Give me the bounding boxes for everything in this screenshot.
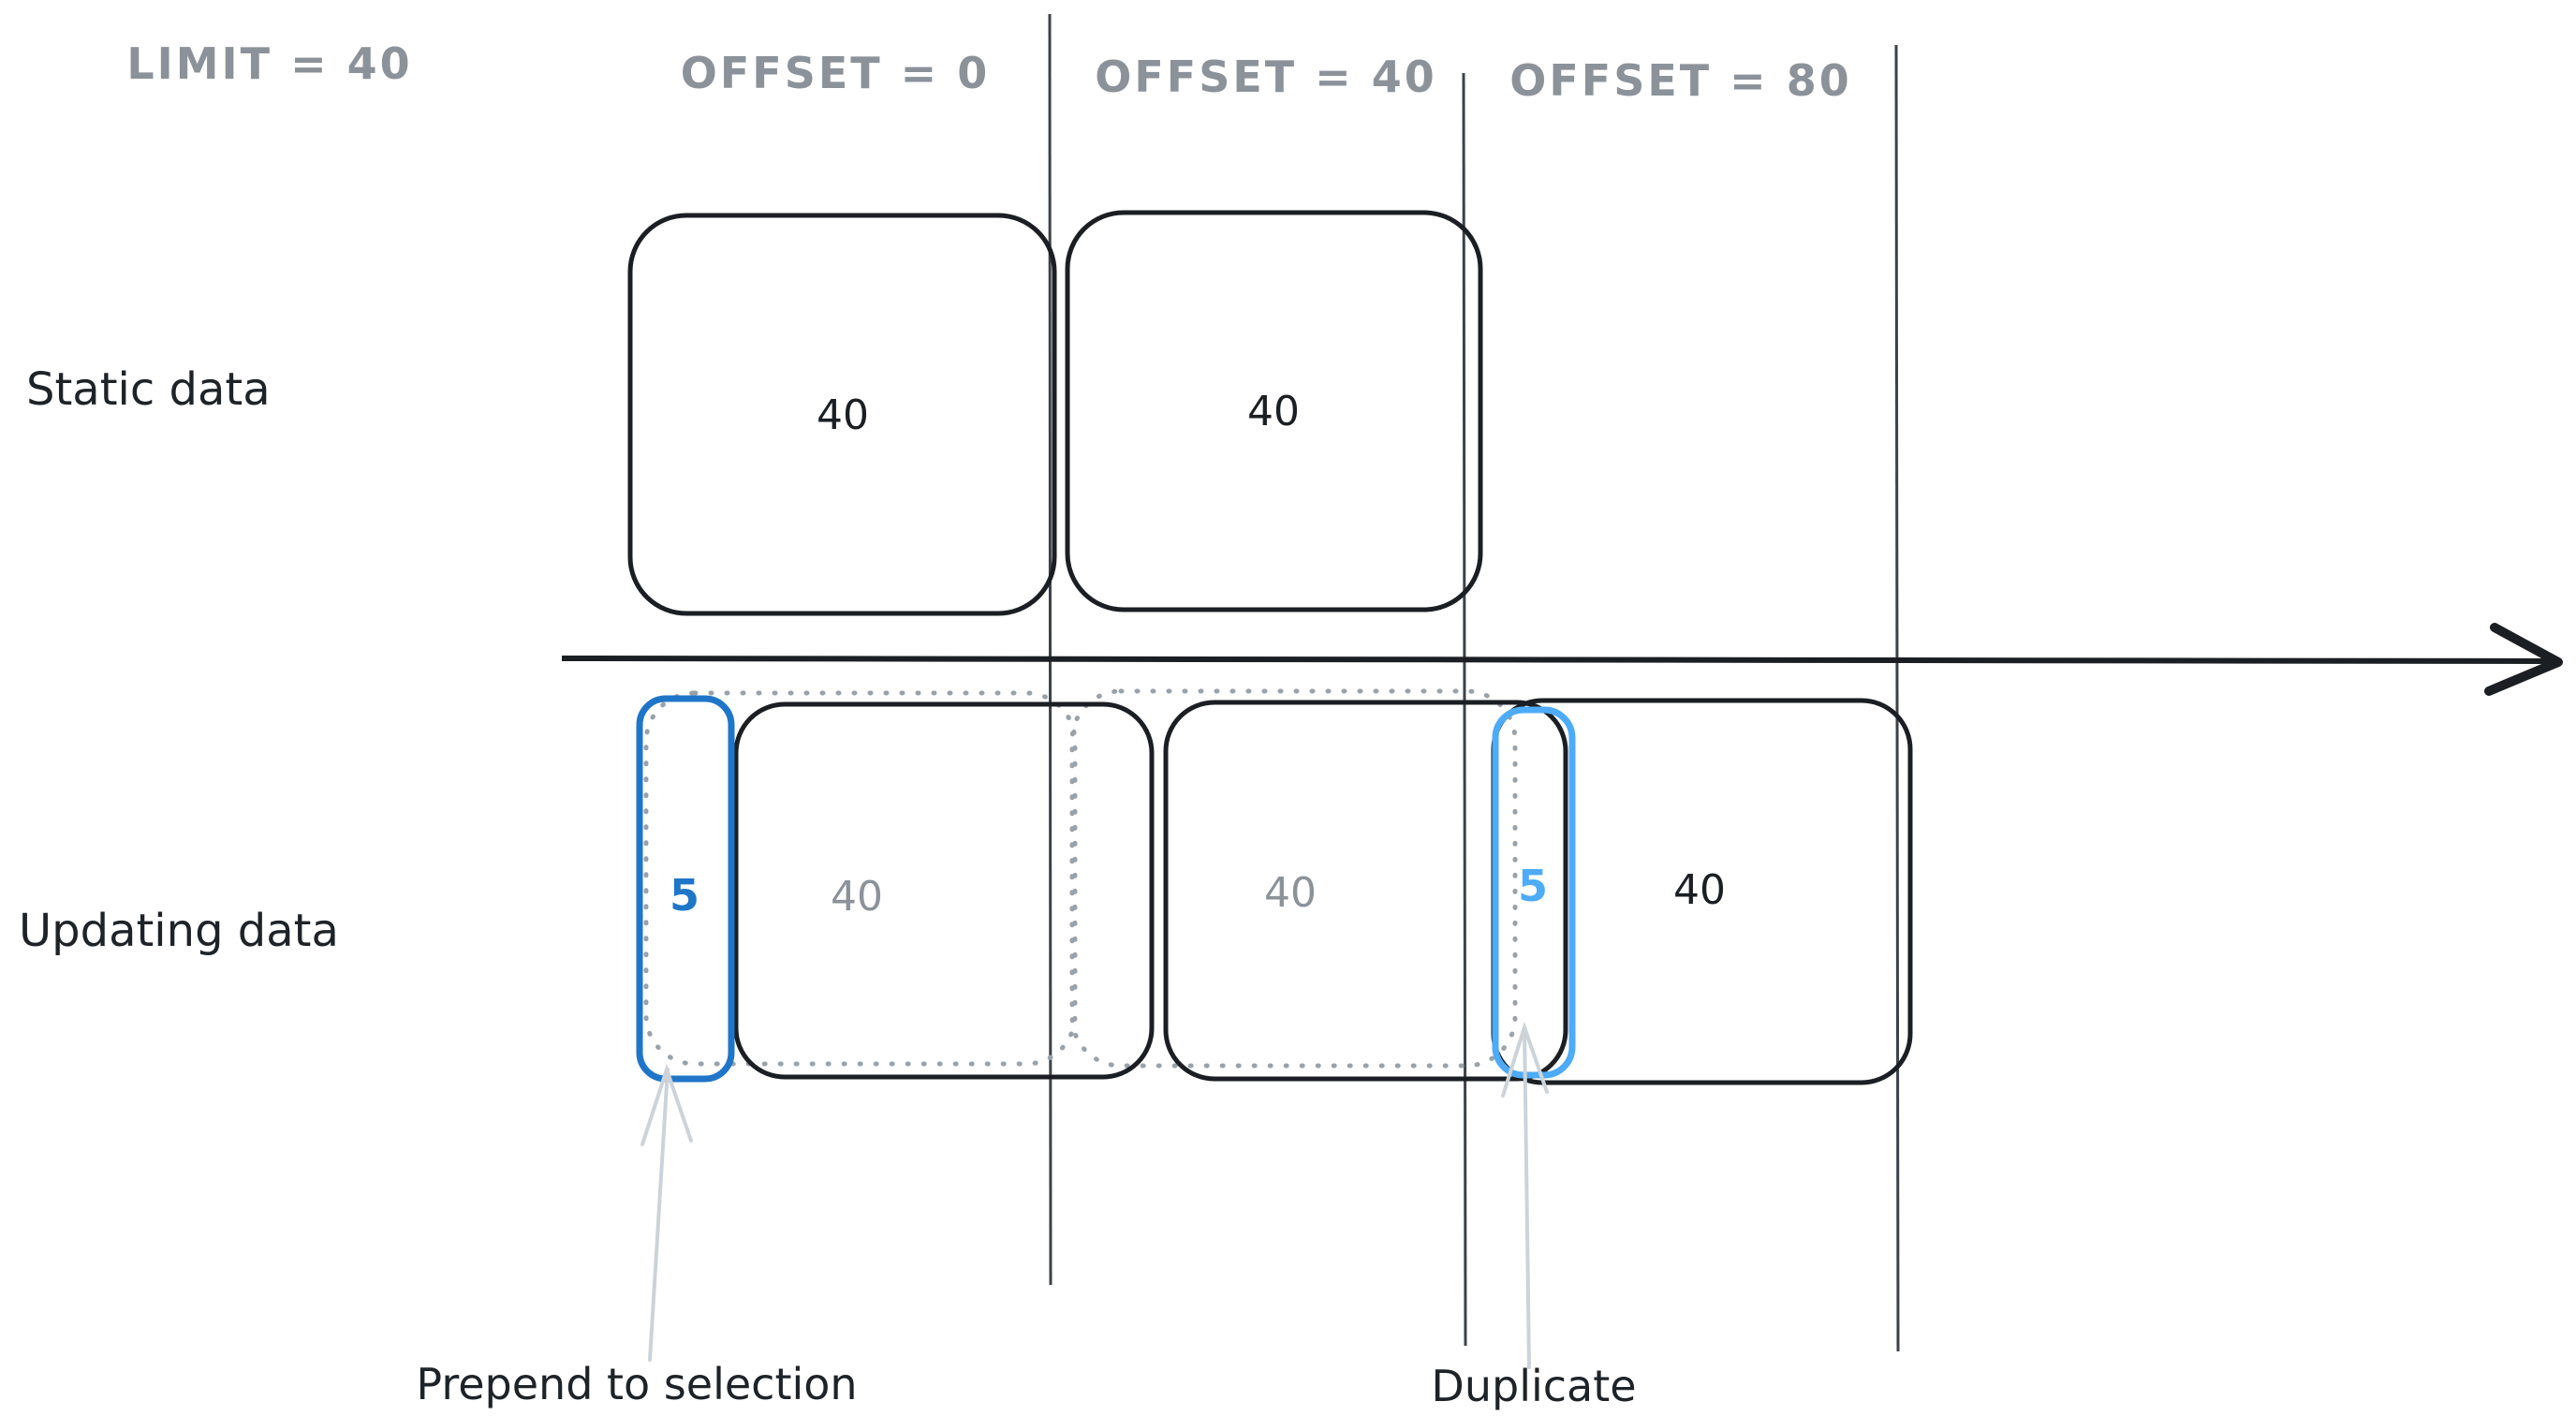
updating-page-1-count: 40 bbox=[831, 873, 883, 921]
updating-row-label: Updating data bbox=[19, 905, 339, 957]
prepend-note-arrow-shaft bbox=[648, 1068, 670, 1362]
column-divider-3 bbox=[1894, 44, 1900, 1352]
offset-40-header-label: OFFSET = 40 bbox=[1095, 52, 1436, 102]
static-page-2-box bbox=[1065, 210, 1483, 612]
duplicate-annotation-label: Duplicate bbox=[1431, 1361, 1636, 1411]
updating-row: 5 40 40 5 40 bbox=[636, 688, 1913, 1085]
duplicate-note-arrow-shaft bbox=[1523, 1025, 1531, 1369]
duplicate-items-box bbox=[1492, 706, 1576, 1079]
column-divider-2 bbox=[1462, 72, 1467, 1347]
timeline-arrowhead-icon bbox=[2484, 623, 2563, 696]
prepended-items-box bbox=[636, 695, 735, 1083]
updating-page-1-box bbox=[733, 701, 1155, 1080]
previous-page-1-dotted-box bbox=[643, 690, 1078, 1067]
timeline-arrow-shaft bbox=[561, 656, 2550, 664]
prepended-items-count: 5 bbox=[670, 870, 699, 921]
updating-page-2-box bbox=[1163, 700, 1568, 1082]
static-row-label: Static data bbox=[26, 363, 271, 416]
offset-80-header-label: OFFSET = 80 bbox=[1509, 55, 1851, 106]
timeline-arrow bbox=[561, 623, 2563, 696]
duplicate-items-count: 5 bbox=[1518, 861, 1548, 911]
prepend-annotation-label: Prepend to selection bbox=[416, 1359, 857, 1409]
offset-0-header-label: OFFSET = 0 bbox=[681, 48, 990, 98]
column-headers: LIMIT = 40 OFFSET = 0 OFFSET = 40 OFFSET… bbox=[126, 38, 1851, 106]
static-row: 40 40 bbox=[627, 210, 1483, 616]
previous-page-2-dotted-box bbox=[1069, 688, 1518, 1069]
prepend-note-arrowhead-icon bbox=[640, 1063, 693, 1146]
annotation-arrows bbox=[640, 1021, 1549, 1369]
static-page-1-count: 40 bbox=[817, 391, 869, 439]
column-divider-1 bbox=[1048, 13, 1052, 1286]
updating-page-3-count: 40 bbox=[1673, 866, 1726, 914]
static-page-1-box bbox=[627, 213, 1057, 616]
updating-page-2-count: 40 bbox=[1264, 869, 1317, 917]
limit-header-label: LIMIT = 40 bbox=[126, 38, 412, 89]
static-page-2-count: 40 bbox=[1247, 388, 1300, 435]
duplicate-note-arrowhead-icon bbox=[1501, 1021, 1549, 1098]
